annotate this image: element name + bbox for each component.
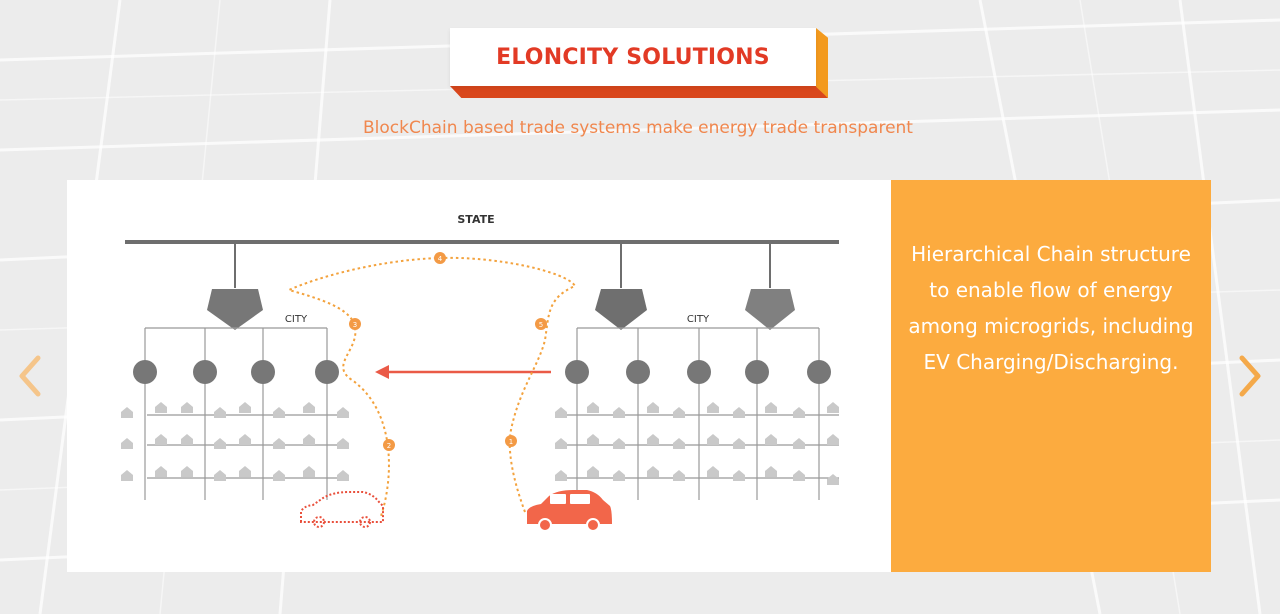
diagram-panel: STATE CITY CITY [67,180,891,572]
svg-text:5: 5 [539,321,543,329]
title-box: ELONCITY SOLUTIONS [450,28,816,86]
transformer-right [745,289,795,330]
info-text: Hierarchical Chain structure to enable f… [891,236,1211,380]
svg-text:1: 1 [509,438,513,446]
chevron-left-icon [19,355,41,397]
title-box-shadow-bottom [450,86,828,98]
step-marker-3: 3 [349,318,361,330]
flow-path [286,256,577,517]
step-markers: 1 2 3 4 5 [349,252,547,451]
page-title: ELONCITY SOLUTIONS [496,44,770,70]
info-panel: Hierarchical Chain structure to enable f… [891,180,1211,572]
title-box-shadow-right [816,28,828,98]
info-line-2: to enable flow of energy [929,278,1173,302]
step-marker-5: 5 [535,318,547,330]
right-city-nodes [565,360,831,384]
step-marker-1: 1 [505,435,517,447]
transformer-mid [595,289,647,330]
svg-text:2: 2 [387,442,391,450]
left-city-nodes [133,360,339,384]
info-line-3: among microgrids, including [908,314,1194,338]
energy-transfer-arrow [375,365,551,379]
hierarchy-diagram: STATE CITY CITY [121,213,839,532]
state-label: STATE [457,213,494,226]
subtitle: BlockChain based trade systems make ener… [363,118,913,138]
info-line-1: Hierarchical Chain structure [911,242,1191,266]
step-marker-2: 2 [383,439,395,451]
city-label-left: CITY [285,314,308,325]
left-city-houses [121,402,349,481]
ev-car-outline-icon [300,491,384,528]
svg-text:3: 3 [353,321,357,329]
chevron-right-icon [1239,355,1261,397]
step-marker-4: 4 [434,252,446,264]
transformer-left [207,289,263,330]
city-label-right: CITY [687,314,710,325]
prev-slide-button[interactable] [16,352,46,400]
svg-text:4: 4 [438,255,443,263]
info-line-4: EV Charging/Discharging. [923,350,1179,374]
right-city-tree [559,327,839,500]
state-bus [125,240,839,244]
ev-car-icon [527,490,612,532]
left-city-tree [144,327,347,500]
next-slide-button[interactable] [1234,352,1264,400]
